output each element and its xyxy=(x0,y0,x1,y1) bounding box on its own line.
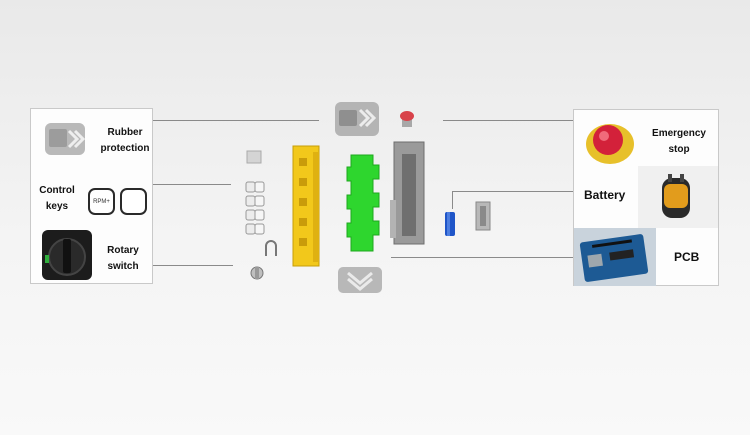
green-seal-frame xyxy=(346,154,380,252)
bottom-rubber-cap xyxy=(338,267,382,293)
small-red-cap xyxy=(400,111,414,127)
pcb-image xyxy=(579,234,649,282)
rubber-protection-label: Rubber protection xyxy=(100,127,150,154)
rotary-switch-image xyxy=(42,230,92,280)
connector-line-estop xyxy=(443,120,574,121)
control-keys-label: Control keys xyxy=(39,185,75,212)
right-component-panel: Emergency stop Battery PCB xyxy=(573,109,719,286)
top-rubber-cap xyxy=(335,102,379,136)
yellow-inner-frame xyxy=(292,145,320,267)
emergency-stop-label: Emergency stop xyxy=(652,128,706,155)
battery-part xyxy=(445,212,455,236)
connector-line-pcb xyxy=(391,257,574,258)
key-caps-column xyxy=(245,181,265,235)
small-plate xyxy=(246,150,262,164)
gray-housing xyxy=(390,141,425,245)
connector-line-battery xyxy=(452,191,574,192)
battery-pack-image xyxy=(662,174,690,218)
connector-line-keys xyxy=(153,184,231,185)
control-key-blank xyxy=(120,188,147,215)
rotary-switch-label: Rotary switch xyxy=(107,245,139,272)
left-component-panel: Rubber protection Control keys RPM+ Rota… xyxy=(30,108,153,284)
battery-clip-part xyxy=(475,201,491,231)
pcb-label: PCB xyxy=(674,250,700,264)
connector-line-battery-drop xyxy=(452,191,453,209)
connector-line-rubber xyxy=(153,120,319,121)
knob-ring xyxy=(265,240,277,256)
emergency-stop-image xyxy=(586,124,634,164)
rotary-knob-part xyxy=(250,266,264,280)
battery-label: Battery xyxy=(584,188,626,202)
control-key-rpm: RPM+ xyxy=(88,188,115,215)
rubber-protection-image xyxy=(45,123,86,155)
connector-line-rotary xyxy=(153,265,233,266)
